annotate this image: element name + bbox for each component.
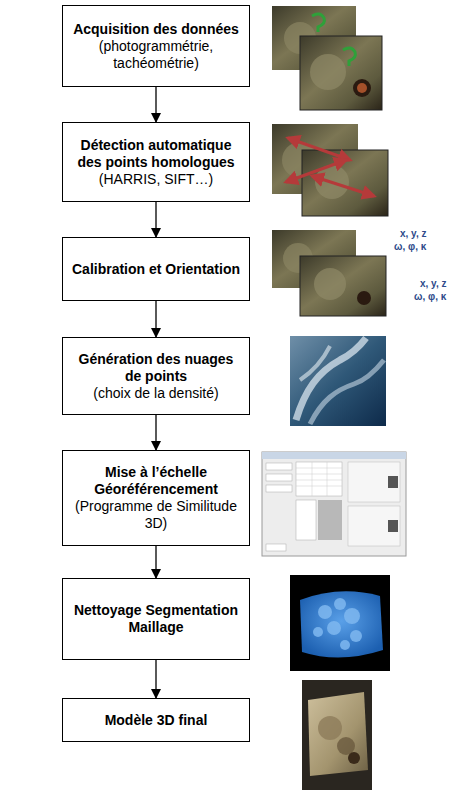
box-subtitle: (choix de la densité) <box>93 385 218 402</box>
box-title: Modèle 3D final <box>105 712 208 729</box>
box-title: Acquisition des données <box>73 21 239 38</box>
process-box: Génération des nuages de points(choix de… <box>62 337 250 415</box>
box-title: Mise à l’échelle Géoréférencement <box>71 464 241 498</box>
process-box: Nettoyage Segmentation Maillage <box>62 578 250 660</box>
photo-pair-matches <box>272 124 388 216</box>
photo-pair-oriented <box>272 230 386 316</box>
mesh-render <box>290 575 390 671</box>
pose-parameter: x, y, z <box>420 278 447 290</box>
process-box: Détection automatique des points homolog… <box>62 122 250 202</box>
process-box: Modèle 3D final <box>62 698 250 742</box>
flow-arrow <box>155 202 156 237</box>
flow-arrow <box>155 546 156 578</box>
box-subtitle: (HARRIS, SIFT…) <box>99 171 213 188</box>
box-title: Génération des nuages de points <box>71 351 241 385</box>
flow-arrow <box>155 301 156 337</box>
pose-parameter: ω, φ, κ <box>394 241 426 253</box>
box-subtitle: (Programme de Similitude 3D) <box>71 498 241 532</box>
software-screenshot <box>262 452 406 556</box>
photo-pair <box>272 6 382 110</box>
box-title: Calibration et Orientation <box>72 261 240 278</box>
flow-arrow <box>155 660 156 698</box>
box-subtitle: (photogrammétrie, tachéométrie) <box>71 38 241 72</box>
flow-arrow <box>155 87 156 122</box>
process-box: Mise à l’échelle Géoréférencement(Progra… <box>62 450 250 546</box>
process-box: Acquisition des données(photogrammétrie,… <box>62 5 250 87</box>
process-box: Calibration et Orientation <box>62 237 250 301</box>
pose-parameter: x, y, z <box>400 228 427 240</box>
point-cloud <box>290 336 386 426</box>
pose-parameter: ω, φ, κ <box>414 291 446 303</box>
flow-arrow <box>155 415 156 450</box>
box-title: Nettoyage Segmentation Maillage <box>71 602 241 636</box>
final-model <box>302 680 372 790</box>
box-title: Détection automatique des points homolog… <box>71 137 241 171</box>
